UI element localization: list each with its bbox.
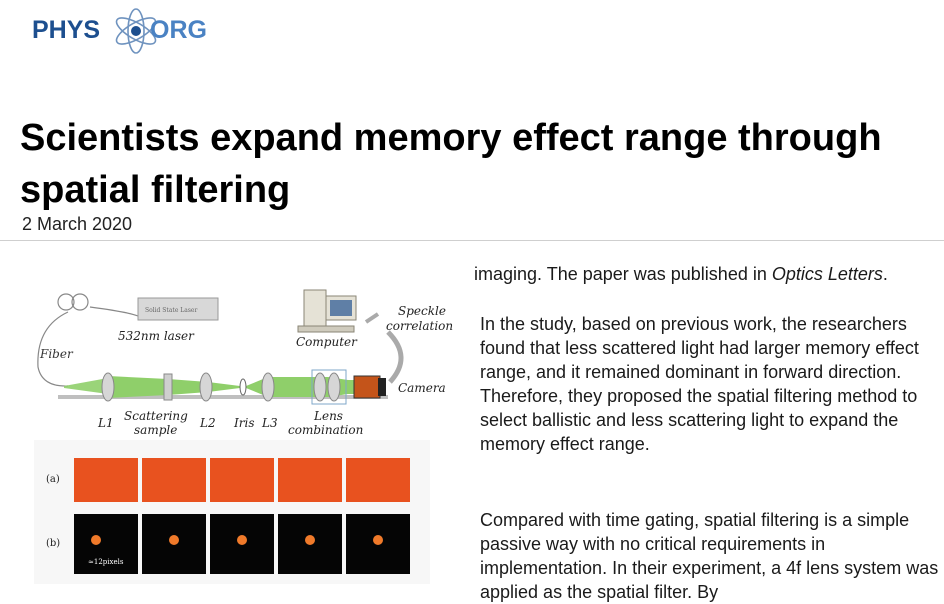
laser-box-label: Solid State Laser xyxy=(145,307,197,314)
lens-l3 xyxy=(261,372,275,402)
speckle-tile xyxy=(74,458,138,502)
lens-l1 xyxy=(101,372,115,402)
phys-org-logo[interactable]: PHYS ORG xyxy=(30,8,230,54)
computer-keyboard xyxy=(297,325,355,333)
row-b-label: (b) xyxy=(46,538,60,549)
focus-spot xyxy=(237,535,247,545)
fiber-coil xyxy=(57,293,75,311)
fiber-line xyxy=(37,306,139,387)
speckle-label-1: Speckle xyxy=(398,304,446,318)
p1-text: imaging. The paper was published in xyxy=(474,264,772,284)
journal-name: Optics Letters xyxy=(771,264,883,284)
scattering-sample xyxy=(163,373,173,401)
lens-combo-2 xyxy=(327,372,341,402)
figure-svg: Fiber Solid State Laser 532nm laser Comp… xyxy=(34,289,453,584)
iris xyxy=(239,378,247,396)
article-paragraph-2: In the study, based on previous work, th… xyxy=(480,314,919,454)
lens-l2 xyxy=(199,372,213,402)
camera-back xyxy=(378,378,386,396)
speckle-tile xyxy=(346,458,410,502)
speckle-tile xyxy=(142,458,206,502)
fiber-coil xyxy=(71,293,89,311)
pixels-label: ≈12pixels xyxy=(88,558,124,566)
focus-row-b xyxy=(74,514,410,574)
laser-beam xyxy=(108,376,240,398)
l2-label: L2 xyxy=(199,416,216,430)
speckle-row-a xyxy=(74,458,410,502)
focus-spot xyxy=(305,535,315,545)
scattering-label-2: sample xyxy=(134,423,177,437)
lens-label-1: Lens xyxy=(313,409,343,423)
focus-spot xyxy=(373,535,383,545)
lens-label-2: combination xyxy=(288,423,363,437)
speckle-label-2: correlation xyxy=(386,319,453,333)
speckle-tile xyxy=(210,458,274,502)
camera-label: Camera xyxy=(398,381,446,395)
article-headline: Scientists expand memory effect range th… xyxy=(20,117,882,211)
feedback-arrow-2 xyxy=(364,312,380,324)
logo-text-phys: PHYS xyxy=(32,16,101,44)
speckle-tile xyxy=(278,458,342,502)
lens-combo-frame xyxy=(311,369,347,405)
focus-tile xyxy=(74,514,138,574)
article-paragraph-3: Compared with time gating, spatial filte… xyxy=(480,510,939,602)
publish-date: 2 March 2020 xyxy=(22,214,133,234)
focus-spot xyxy=(91,535,101,545)
computer-label: Computer xyxy=(296,335,358,349)
scattering-label-1: Scattering xyxy=(124,409,188,423)
row-a-label: (a) xyxy=(46,474,60,485)
iris-label: Iris xyxy=(233,416,254,430)
p1-end: . xyxy=(882,264,888,284)
header-divider xyxy=(0,240,944,241)
focus-spot xyxy=(169,535,179,545)
l1-label: L1 xyxy=(97,416,114,430)
experiment-figure: Fiber Solid State Laser 532nm laser Comp… xyxy=(28,282,468,584)
computer-screen xyxy=(330,300,352,316)
article-paragraph-1: imaging. The paper was published in Opti… xyxy=(474,262,944,286)
lens-combo-1 xyxy=(313,372,327,402)
logo-text-org: ORG xyxy=(150,16,207,44)
laser-label: 532nm laser xyxy=(118,329,195,343)
optical-rail xyxy=(58,395,388,399)
fiber-label: Fiber xyxy=(39,347,74,361)
computer-tower xyxy=(303,289,327,327)
feedback-arrow xyxy=(386,330,404,384)
l3-label: L3 xyxy=(261,416,278,430)
camera-body xyxy=(353,375,381,399)
laser-box xyxy=(137,297,219,321)
atom-icon xyxy=(115,8,157,54)
laser-beam xyxy=(64,378,108,394)
